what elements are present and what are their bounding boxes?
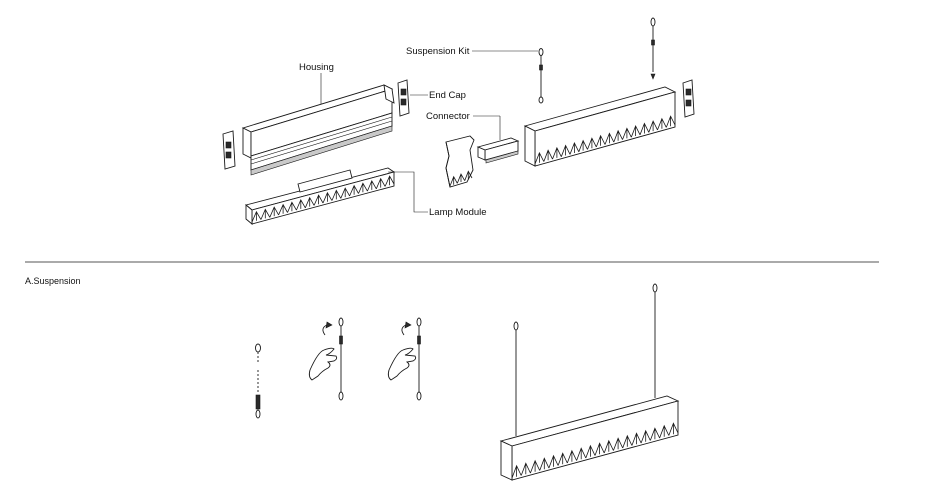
lamp-louver-pattern (251, 175, 395, 223)
suspension-wire-fixture (650, 17, 656, 80)
lamp-module-louvers (251, 175, 395, 223)
end-cap-right (682, 79, 695, 118)
housing-label: Housing (299, 62, 334, 73)
leader-lines (320, 50, 538, 213)
fixture-louver-pattern (534, 115, 676, 165)
fragment-louvers (449, 170, 473, 187)
fragment-louver-pattern (449, 170, 473, 187)
step-3-hand-adjust (387, 317, 422, 401)
assembled-fixture (523, 86, 677, 167)
hand-icon-2 (387, 347, 417, 381)
suspension-kit-label: Suspension Kit (406, 46, 470, 57)
connector-part (476, 137, 520, 164)
suspended-fixture-louvers (511, 422, 679, 479)
suspension-kit-part (538, 48, 544, 104)
housing-end-cap-left (222, 130, 236, 170)
suspended-louver-pattern (511, 422, 679, 479)
end-cap-part (397, 79, 410, 117)
lamp-module-part (245, 167, 396, 225)
housing-part (241, 84, 395, 176)
step-1-wire (255, 343, 261, 419)
step-2-hand-adjust (308, 317, 344, 401)
lamp-module-label: Lamp Module (429, 207, 487, 218)
fixture-fragment (445, 135, 475, 188)
connector-label: Connector (426, 111, 470, 122)
suspended-fixture (499, 283, 680, 481)
section-title: A.Suspension (25, 276, 81, 286)
end-cap-label: End Cap (429, 90, 466, 101)
fixture-louvers (534, 115, 676, 165)
hand-icon (308, 347, 338, 381)
